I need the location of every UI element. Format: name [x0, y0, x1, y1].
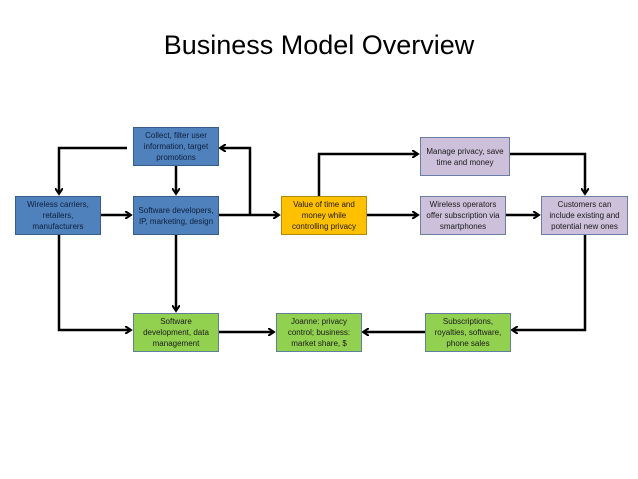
- node-operators: Wireless operators offer subscription vi…: [420, 196, 506, 235]
- arrow-carriers-to-development: [57, 234, 131, 330]
- arrow-developers-to-collect: [220, 148, 252, 215]
- arrow-collect-to-carriers: [59, 146, 127, 194]
- node-value: Value of time and money while controllin…: [281, 196, 367, 235]
- node-carriers: Wireless carriers, retailers, manufactur…: [15, 196, 101, 235]
- node-joanne: Joanne: privacy control; business: marke…: [276, 313, 362, 352]
- node-collect: Collect, filter user information, target…: [133, 127, 219, 166]
- node-customers: Customers can include existing and poten…: [541, 196, 628, 235]
- node-manage: Manage privacy, save time and money: [420, 137, 510, 176]
- slide-title: Business Model Overview: [163, 30, 475, 60]
- arrow-manage-to-customers: [510, 152, 585, 194]
- node-developers: Software developers, IP, marketing, desi…: [133, 196, 219, 235]
- node-subscriptions: Subscriptions, royalties, software, phon…: [425, 313, 511, 352]
- node-development: Software development, data management: [133, 313, 219, 352]
- arrow-value-to-manage: [317, 154, 418, 196]
- arrow-customers-to-subscriptions: [512, 234, 587, 330]
